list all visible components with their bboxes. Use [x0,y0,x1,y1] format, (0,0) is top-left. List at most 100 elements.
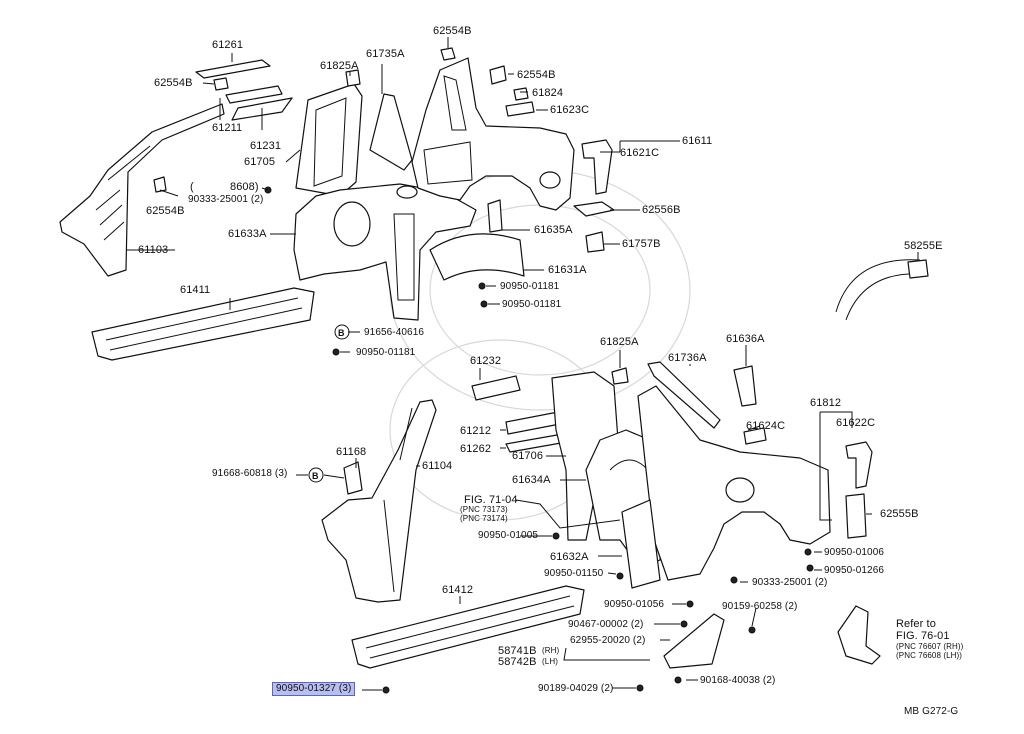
label-61736a: 61736A [668,352,707,364]
label-61104: 61104 [422,460,453,472]
label-61705: 61705 [244,156,276,168]
label-62554b-c: 62554B [517,69,556,81]
label-61262: 61262 [460,443,492,455]
label-58741b: 58741B [498,645,537,657]
part-61636a-shape [733,365,757,407]
label-58255e: 58255E [904,240,943,252]
label-61411: 61411 [180,284,211,296]
label-58742b: 58742B [498,656,537,668]
b-marker-upper: B [338,328,345,338]
label-58741b-side: (RH) [542,646,560,655]
part-61261-shape [195,59,271,79]
label-90168-40038: 90168-40038 (2) [700,675,776,686]
label-61812: 61812 [810,397,842,409]
label-61634a: 61634A [512,474,551,486]
label-pnc-73173: (PNC 73173) [460,505,508,514]
label-61623c: 61623C [550,104,590,116]
label-fig-76-01: FIG. 76-01 [896,630,950,642]
label-90950-01006: 90950-01006 [824,547,885,558]
part-61825a-shape-a [345,69,361,87]
label-pnc-76608: (PNC 76608 (LH)) [896,651,963,660]
part-61621c-shape [581,139,613,195]
label-61636a: 61636A [726,333,765,345]
part-61825a-shape-b [611,367,629,385]
label-61633a: 61633A [228,228,267,240]
label-90950-01056: 90950-01056 [604,599,665,610]
label-61825a-b: 61825A [600,336,639,348]
leader-lines [126,37,919,691]
part-61622c-shape [845,441,873,489]
part-61611-shape [411,57,575,211]
label-61231: 61231 [250,140,282,152]
label-61824: 61824 [532,87,564,99]
label-90950-01327-highlighted[interactable]: 90950-01327 (3) [272,682,356,696]
label-paren-open: ( [190,181,194,193]
part-61631a-shape [429,233,525,281]
part-61211-shape [225,85,283,104]
label-58742b-side: (LH) [542,657,558,666]
part-61103-shape [59,103,225,277]
part-61632a-shape [621,499,661,589]
label-61632a: 61632A [550,551,589,563]
b-marker-lower: B [312,471,319,481]
part-61104-shape [321,399,437,603]
part-61824-shape [513,87,529,101]
label-61635a: 61635A [534,224,573,236]
label-91656-40616: 91656-40616 [364,327,425,338]
label-pnc-76607: (PNC 76607 (RH)) [896,642,964,651]
label-62955-20020: 62955-20020 (2) [570,635,646,646]
label-90950-01181-c: 90950-01181 [356,347,416,358]
label-90950-01266: 90950-01266 [824,565,885,576]
label-61168: 61168 [336,446,367,458]
part-62554b-shape-d [153,176,167,193]
part-61623c-shape [505,101,535,117]
part-62554b-shape-a [213,77,229,91]
label-61706: 61706 [512,450,544,462]
drawing-reference-footer: MB G272-G [904,706,959,717]
mud-flap-ref-shape [837,605,881,665]
label-62555b: 62555B [880,508,919,520]
label-61412: 61412 [442,584,474,596]
label-90950-01005: 90950-01005 [478,530,539,541]
label-61624c: 61624C [746,420,786,432]
label-90159-60258: 90159-60258 (2) [722,601,798,612]
label-90950-01181-a: 90950-01181 [500,281,560,292]
part-61168-shape [343,461,363,495]
label-61735a: 61735A [366,48,405,60]
label-90950-01181-b: 90950-01181 [502,299,562,310]
label-61611: 61611 [682,135,713,147]
label-90950-01150: 90950-01150 [544,568,604,579]
part-62555b-shape [845,493,867,539]
label-pnc-73174: (PNC 73174) [460,514,508,523]
label-61825a-a: 61825A [320,60,359,72]
label-90333-25001-b: 90333-25001 (2) [752,577,828,588]
label-62556b: 62556B [642,204,681,216]
part-61635a-shape [487,199,503,233]
label-fig-71-04: FIG. 71-04 [464,494,518,506]
part-62556b-shape [573,201,615,217]
label-62554b-b: 62554B [433,25,472,37]
label-90333-25001-a: 90333-25001 (2) [188,194,264,205]
label-61757b: 61757B [622,238,661,250]
part-61705-shape [295,83,363,197]
part-58741b-shape [663,613,725,669]
label-61103: 61103 [138,244,169,256]
part-61757b-shape [585,231,605,253]
label-90467-00002: 90467-00002 (2) [568,619,644,630]
label-61622c: 61622C [836,417,876,429]
part-61735a-shape [369,93,413,171]
part-62554b-shape-c [489,65,507,85]
label-62554b-d: 62554B [146,205,185,217]
label-61212: 61212 [460,425,492,437]
label-refer-to: Refer to [896,618,936,630]
label-61621c: 61621C [620,147,660,159]
part-61232-shape [471,375,521,401]
part-61212-shape [505,411,561,435]
label-61232: 61232 [470,355,502,367]
label-91668-60818: 91668-60818 (3) [212,468,288,479]
label-8608: 8608) [230,181,259,193]
label-61211: 61211 [212,122,243,134]
part-61411-shape [91,287,315,361]
part-61736a-shape [647,361,721,429]
